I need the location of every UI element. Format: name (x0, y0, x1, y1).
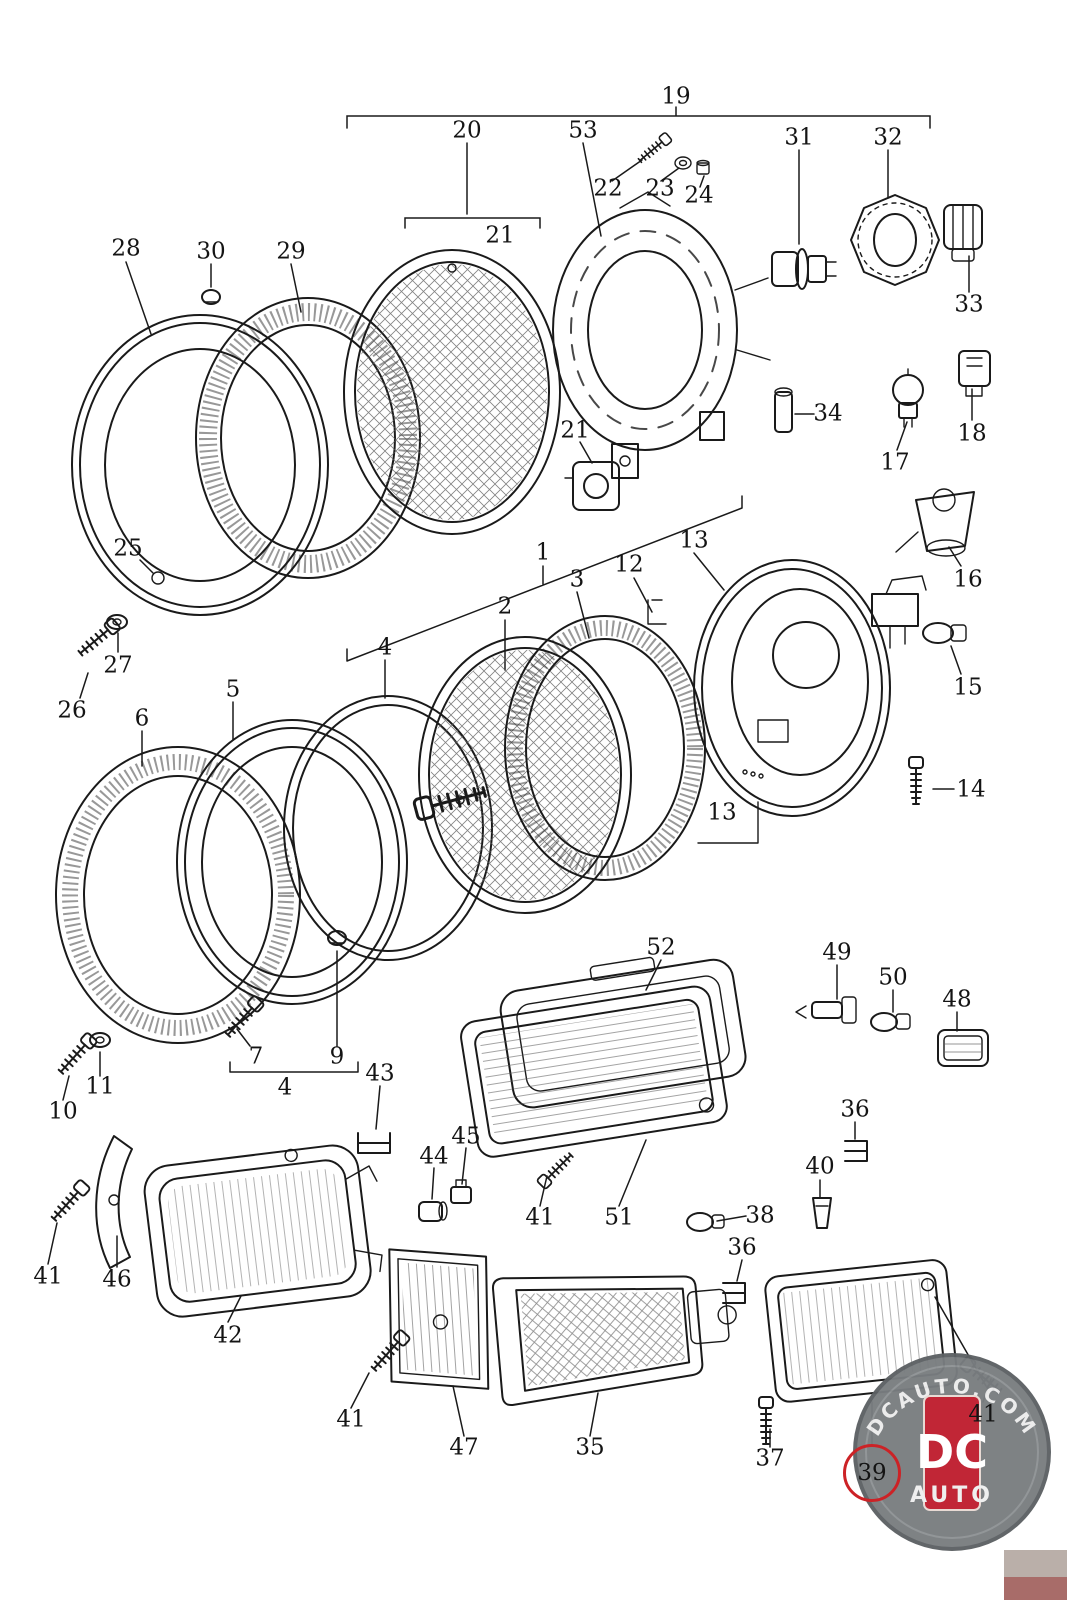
part-33-connector (943, 204, 983, 262)
part-6-gasket-ring (55, 746, 301, 1044)
part-47-lens (388, 1248, 490, 1390)
part-32-bulb-retainer (850, 194, 940, 286)
watermark-auto-text: AUTO (910, 1483, 994, 1508)
part-37-screw (758, 1396, 774, 1445)
part-39-side-reflector (764, 1259, 958, 1403)
part-10-screw (54, 1031, 99, 1078)
part-53-mounting-ring (552, 191, 771, 479)
part-42-fog-lamp (143, 1144, 383, 1318)
part-11-washer (89, 1032, 111, 1048)
part-41-screw-mid (535, 1149, 577, 1191)
part-2-headlight-lens (418, 636, 632, 914)
part-30-cap (201, 289, 221, 305)
part-27-washer (106, 614, 128, 630)
part-23-washer (674, 156, 692, 170)
part-15-bulb (922, 622, 967, 644)
part-51-turn-signal-lens (460, 985, 728, 1158)
part-31-bulb (771, 248, 837, 290)
part-41-screw-left (47, 1178, 92, 1225)
part-22-screw (635, 131, 674, 166)
part-40-bulb (812, 1197, 832, 1229)
part-28-retaining-ring (71, 314, 329, 616)
part-5-retaining-ring (176, 719, 408, 1005)
part-17-bulb (892, 368, 924, 428)
part-44-spacer (418, 1201, 448, 1222)
part-43-clip (357, 1132, 391, 1154)
leader-lines (47, 106, 992, 1448)
part-20-headlight-lens (343, 249, 561, 535)
part-35-turn-signal (492, 1275, 737, 1407)
part-34-mounting-pin (774, 387, 793, 433)
part-24-nut (696, 159, 710, 175)
part-46-trim-strip (95, 1135, 133, 1269)
part-36-clip-upper (844, 1140, 868, 1162)
corner-photo-fragment (1004, 1550, 1067, 1600)
part-12-clip (647, 599, 667, 625)
part-16-socket-boot (895, 488, 975, 557)
part-13-headlight-housing (693, 559, 927, 844)
part-36-clip-lower (722, 1282, 746, 1304)
dc-auto-watermark: DCAUTO.COM DC AUTO (853, 1353, 1051, 1551)
part-14-screw (908, 756, 924, 805)
part-48-side-marker-lens (937, 1029, 989, 1067)
part-21-lamp-holder (564, 461, 628, 511)
part-18-connector (958, 350, 991, 397)
part-38-bulb (686, 1212, 725, 1232)
part-49-bulb-socket (795, 996, 857, 1024)
watermark-dc-text: DC (916, 1425, 988, 1479)
part-50-bulb (870, 1012, 911, 1032)
part-45-nut (450, 1179, 472, 1204)
